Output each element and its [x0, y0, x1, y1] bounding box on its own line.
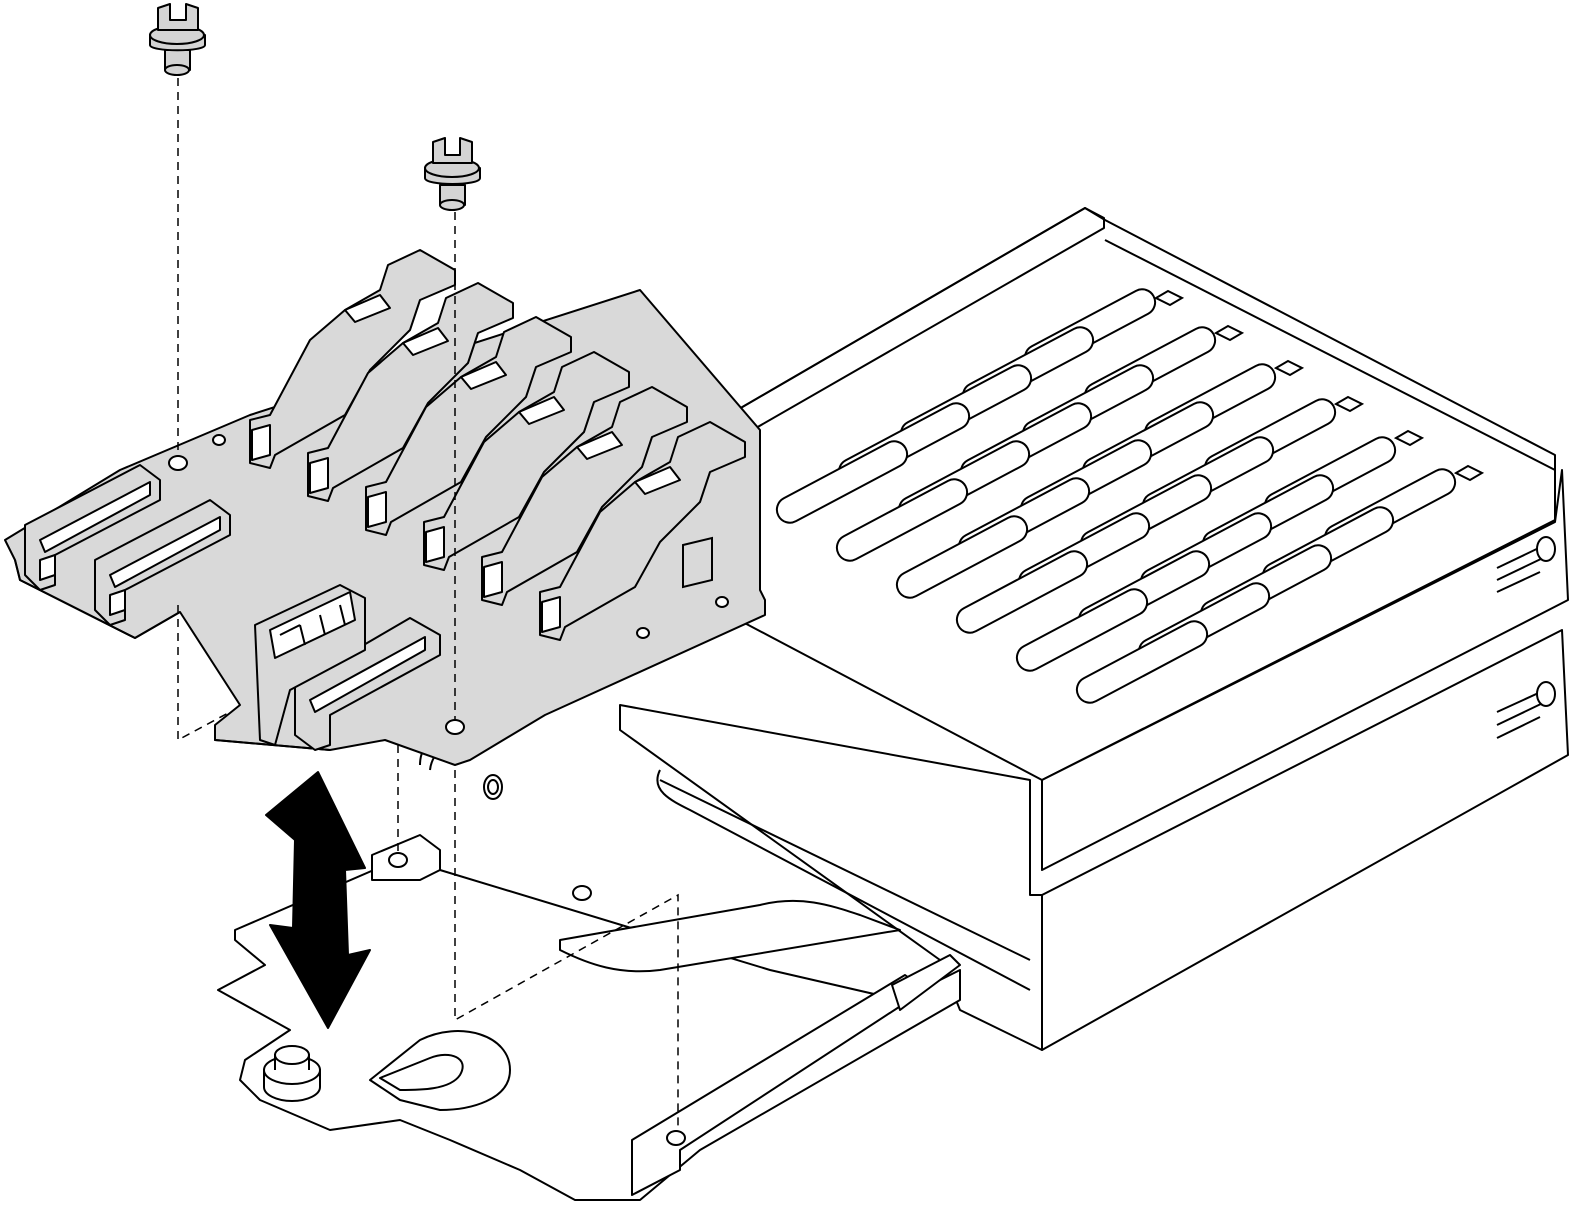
- bracket-rail: [631, 974, 926, 1196]
- cage-rear-rail: [719, 207, 1105, 441]
- drive-connector-body: [539, 421, 746, 641]
- drive-connector: [481, 386, 688, 606]
- drive-connector-latch: [344, 294, 391, 323]
- cage-tab: [1153, 289, 1185, 307]
- cage-lower-floor: [659, 779, 1031, 961]
- drive-connectors: [249, 249, 746, 641]
- cable-connector-2: [94, 499, 231, 626]
- alignment-guides: [177, 78, 679, 1130]
- cage-lower-lip: [656, 769, 1031, 991]
- cage-tab: [1393, 429, 1425, 447]
- drive-connector-latch: [460, 361, 507, 390]
- drive-connector: [365, 316, 572, 536]
- cage-rear-lip: [1104, 239, 1556, 471]
- cage-tab: [1333, 395, 1365, 413]
- drive-connector-port: [483, 561, 503, 598]
- drive-connector-latch: [576, 431, 623, 460]
- backplane-component: [682, 536, 713, 589]
- drive-connector-port: [367, 491, 387, 528]
- double-arrow-icon: [265, 771, 371, 1029]
- cage-latch-upper: [1496, 536, 1556, 593]
- cable-connector-3: [294, 617, 441, 751]
- cage-slots: [775, 288, 1457, 704]
- drive-connector: [249, 249, 456, 469]
- cage-side-wall: [619, 704, 1043, 1051]
- cage-slot: [895, 515, 1029, 599]
- drive-connector-body: [423, 351, 630, 571]
- cage-tabs: [1153, 289, 1485, 482]
- cage-tab: [1273, 359, 1305, 377]
- captive-screw-icon: [149, 3, 206, 76]
- cage-latch-lower: [1496, 681, 1556, 739]
- cable-connector-1: [24, 464, 161, 591]
- power-connector: [254, 584, 366, 746]
- drive-connector-body: [481, 386, 688, 606]
- bracket-cutout: [559, 899, 901, 973]
- drive-connector: [307, 282, 514, 502]
- backplane-bracket: [217, 727, 961, 1201]
- drive-connector-port: [309, 457, 329, 494]
- cage-tab: [1213, 324, 1245, 342]
- drive-connector-latch: [518, 396, 565, 425]
- cage-slot: [955, 550, 1089, 634]
- drive-connector-latch: [402, 327, 449, 356]
- cage-tab: [1453, 464, 1485, 482]
- drive-connector-port: [541, 596, 561, 633]
- drive-connector-port: [425, 526, 445, 563]
- drive-connector: [423, 351, 630, 571]
- captive-screw-icon: [424, 137, 481, 211]
- drive-connector-latch: [634, 466, 681, 495]
- cage-slot: [835, 478, 969, 562]
- cage-slot: [1015, 588, 1149, 672]
- cage-front-upper: [1041, 469, 1569, 871]
- drive-cage: [619, 207, 1569, 1051]
- drive-connector: [539, 421, 746, 641]
- cage-slot: [1075, 620, 1209, 704]
- drive-connector-body: [365, 316, 572, 536]
- drive-connector-body: [307, 282, 514, 502]
- cage-slot: [775, 440, 909, 524]
- drive-connector-port: [251, 424, 271, 461]
- bracket-plunger: [263, 1045, 321, 1102]
